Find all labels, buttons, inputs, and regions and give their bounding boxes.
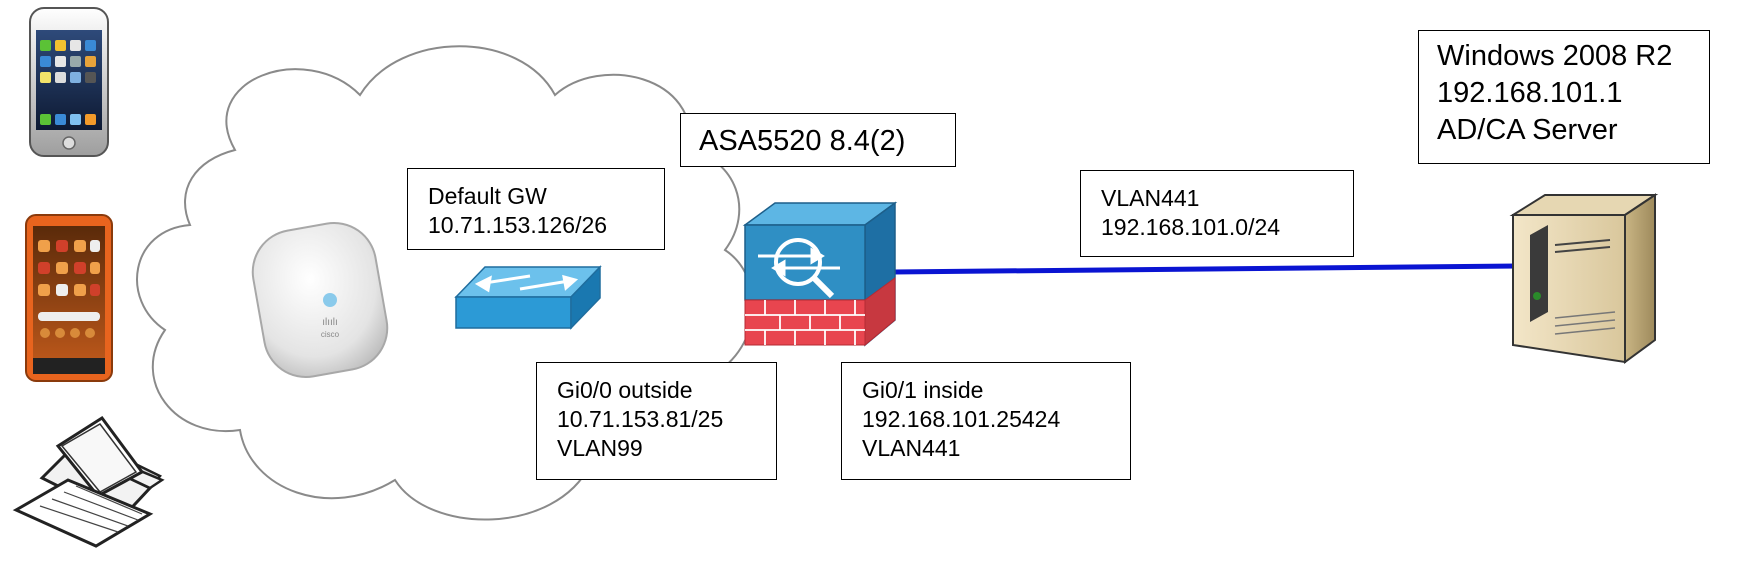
server-info-box: Windows 2008 R2 192.168.101.1 AD/CA Serv… (1418, 30, 1710, 164)
vlan441-label: VLAN441 (1101, 185, 1200, 211)
inside-interface-ip: 192.168.101.25424 (862, 406, 1061, 432)
inside-interface-vlan: VLAN441 (862, 435, 961, 461)
server-icon (1509, 193, 1659, 364)
inside-interface-name: Gi0/1 inside (862, 377, 984, 403)
smartphone-icon (29, 7, 109, 157)
default-gw-label: Default GW (428, 183, 547, 209)
vlan441-link (892, 263, 1519, 275)
server-os: Windows 2008 R2 (1437, 40, 1673, 72)
laptop-icon (12, 415, 165, 548)
svg-text:cisco: cisco (321, 330, 340, 339)
asa-title: ASA5520 8.4(2) (699, 125, 906, 157)
default-gw-ip: 10.71.153.126/26 (428, 212, 608, 238)
default-gw-box: Default GW 10.71.153.126/26 (407, 168, 665, 250)
android-phone-icon (25, 214, 113, 382)
server-ip: 192.168.101.1 (1437, 77, 1623, 109)
vlan441-subnet: 192.168.101.0/24 (1101, 214, 1281, 240)
server-role: AD/CA Server (1437, 114, 1618, 146)
inside-interface-box: Gi0/1 inside 192.168.101.25424 VLAN441 (841, 362, 1131, 480)
svg-text:ılıılı: ılıılı (322, 317, 338, 328)
vlan441-subnet-box: VLAN441 192.168.101.0/24 (1080, 170, 1354, 257)
outside-interface-vlan: VLAN99 (557, 435, 643, 461)
asa-title-box: ASA5520 8.4(2) (680, 113, 956, 167)
outside-interface-ip: 10.71.153.81/25 (557, 406, 724, 432)
outside-interface-name: Gi0/0 outside (557, 377, 693, 403)
access-point-icon: ılıılı cisco (251, 222, 389, 378)
outside-interface-box: Gi0/0 outside 10.71.153.81/25 VLAN99 (536, 362, 777, 480)
switch-icon (454, 265, 602, 330)
firewall-icon (742, 201, 898, 347)
